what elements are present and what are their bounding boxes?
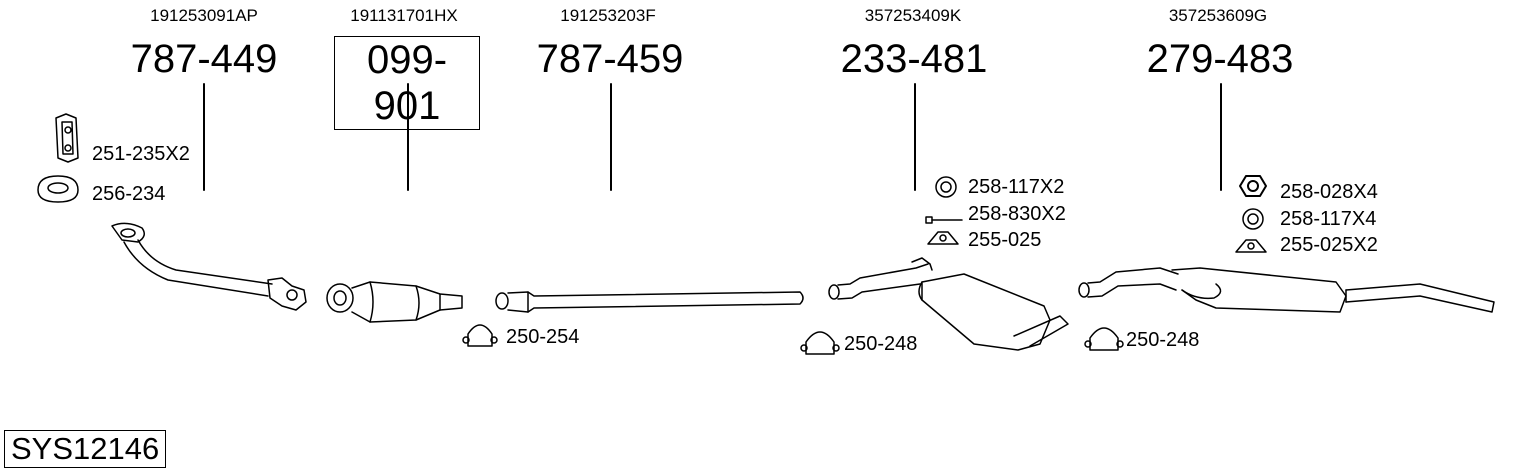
accessory-label-bolt[interactable]: 258-830X2 bbox=[968, 203, 1066, 225]
oem-number-4: 357253409K bbox=[864, 6, 962, 25]
oem-number-1: 191253091AP bbox=[150, 6, 258, 25]
catalytic-converter[interactable] bbox=[326, 281, 463, 323]
oem-number-3: 191253203F bbox=[560, 6, 656, 25]
bolt-icon[interactable] bbox=[925, 216, 963, 224]
accessory-label-gasket[interactable]: 256-234 bbox=[92, 183, 166, 205]
rear-muffler[interactable] bbox=[1078, 267, 1495, 313]
oem-number-2: 191131701HX bbox=[350, 6, 458, 25]
front-pipe[interactable] bbox=[111, 222, 307, 311]
rubber-mount-icon[interactable] bbox=[927, 231, 959, 245]
part-number-3[interactable]: 787-459 bbox=[536, 37, 684, 81]
accessory-label-clamp-3[interactable]: 250-248 bbox=[1126, 329, 1200, 351]
leader-lines bbox=[203, 83, 1222, 191]
system-id: SYS12146 bbox=[4, 430, 167, 468]
ring-icon[interactable] bbox=[1242, 208, 1264, 230]
accessory-label-mount-2[interactable]: 255-025X2 bbox=[1280, 234, 1378, 256]
accessory-label-bracket[interactable]: 251-235X2 bbox=[92, 143, 190, 165]
clamp-icon[interactable] bbox=[1084, 327, 1124, 351]
hex-nut-icon[interactable] bbox=[1239, 175, 1267, 197]
accessory-label-ring-2[interactable]: 258-117X4 bbox=[1280, 208, 1377, 230]
ring-icon[interactable] bbox=[935, 176, 957, 198]
accessory-label-mount-1[interactable]: 255-025 bbox=[968, 229, 1042, 251]
clamp-icon[interactable] bbox=[800, 331, 840, 355]
accessory-label-hex-nut[interactable]: 258-028X4 bbox=[1280, 181, 1378, 203]
part-number-5[interactable]: 279-483 bbox=[1146, 37, 1294, 81]
accessory-label-clamp-1[interactable]: 250-254 bbox=[506, 326, 580, 348]
oem-number-5: 357253609G bbox=[1168, 6, 1268, 25]
bracket-icon[interactable] bbox=[55, 113, 79, 163]
clamp-icon[interactable] bbox=[462, 324, 498, 347]
part-number-4[interactable]: 233-481 bbox=[840, 37, 988, 81]
center-muffler[interactable] bbox=[828, 257, 1069, 351]
intermediate-pipe[interactable] bbox=[495, 291, 804, 313]
rubber-mount-icon[interactable] bbox=[1235, 239, 1267, 253]
gasket-ring-icon[interactable] bbox=[37, 175, 79, 203]
accessory-label-ring-1[interactable]: 258-117X2 bbox=[968, 176, 1065, 198]
accessory-label-clamp-2[interactable]: 250-248 bbox=[844, 333, 918, 355]
part-number-1[interactable]: 787-449 bbox=[130, 37, 278, 81]
